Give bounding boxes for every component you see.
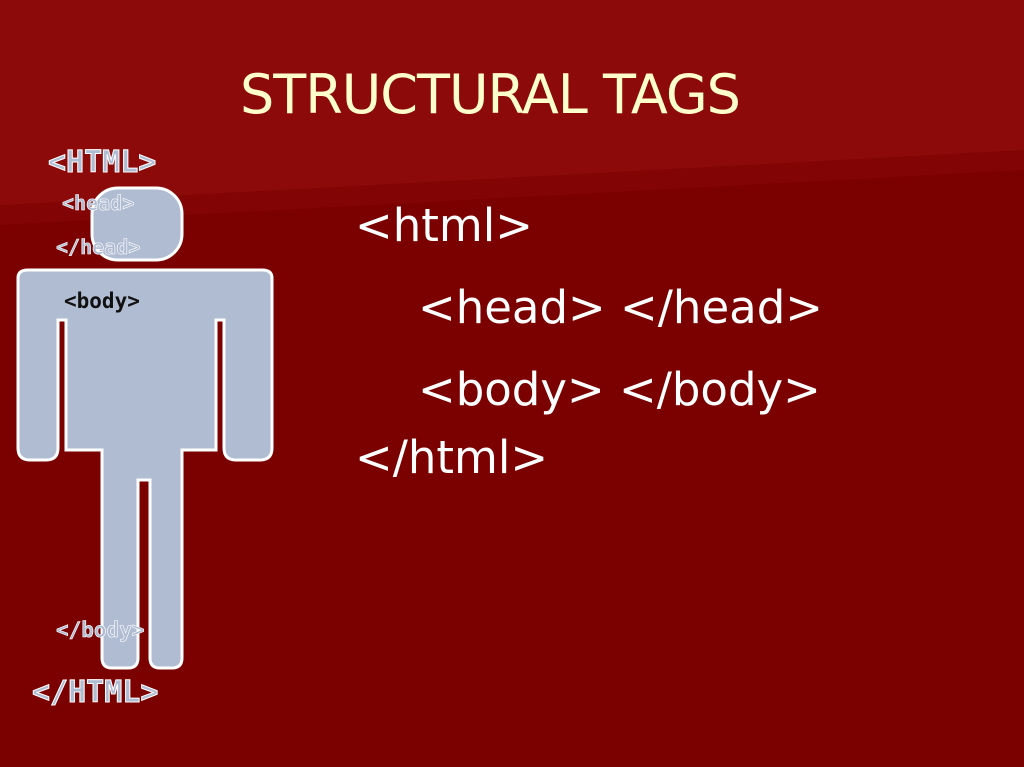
figure-label-html-open: <HTML>	[48, 145, 156, 180]
figure-silhouette	[16, 186, 274, 670]
html-body-figure: <HTML> <head> </head> <body> </body> </H…	[16, 145, 274, 711]
code-line-body: <body> </body>	[418, 363, 821, 416]
code-line-html-close: </html>	[355, 431, 549, 484]
figure-label-body-close: </body>	[56, 618, 145, 642]
figure-label-html-close: </HTML>	[32, 675, 158, 710]
figure-label-body-open: <body>	[64, 289, 140, 313]
figure-label-head-open: <head>	[62, 191, 134, 215]
code-line-head: <head> </head>	[418, 281, 823, 334]
slide-title: STRUCTURAL TAGS	[240, 63, 741, 126]
figure-labels: <HTML> <head> </head> <body> </body> </H…	[32, 145, 159, 711]
figure-label-head-close: </head>	[56, 235, 140, 259]
code-line-html-open: <html>	[355, 199, 533, 252]
